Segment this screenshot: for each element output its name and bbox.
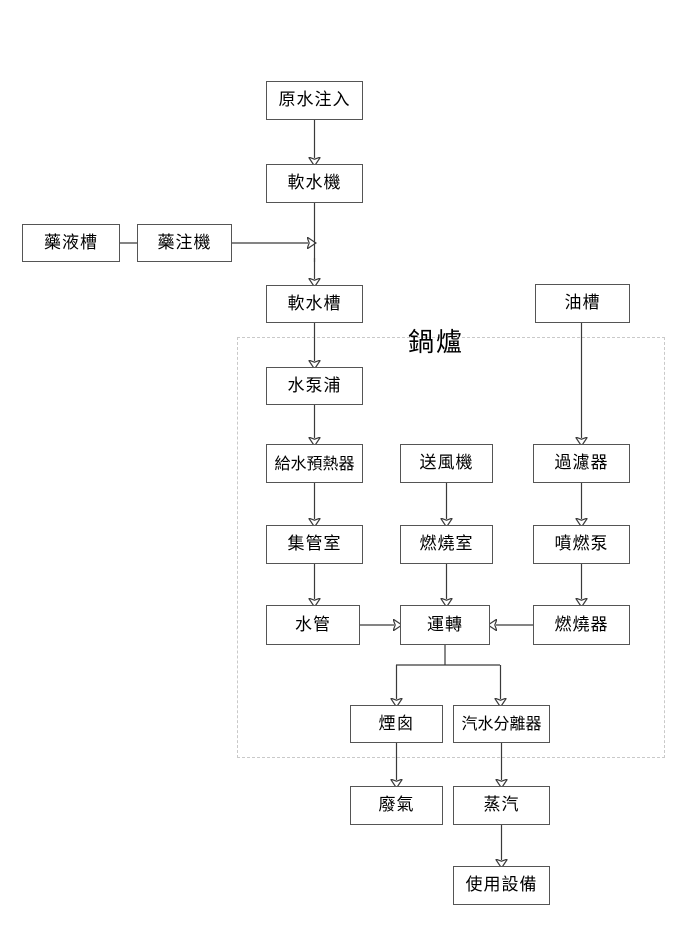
node-chemical-injector[interactable]: 藥注機 (137, 224, 232, 262)
node-burner[interactable]: 燃燒器 (533, 605, 630, 645)
node-steam-water-separator[interactable]: 汽水分離器 (453, 705, 550, 743)
node-raw-water-inlet[interactable]: 原水注入 (266, 81, 363, 120)
boiler-group-label: 鍋爐 (408, 328, 465, 358)
node-water-softener[interactable]: 軟水機 (266, 164, 363, 203)
node-waste-gas[interactable]: 廢氣 (350, 786, 443, 825)
node-combustion-chamber[interactable]: 燃燒室 (400, 525, 493, 564)
node-blower[interactable]: 送風機 (400, 444, 493, 483)
node-header-room[interactable]: 集管室 (266, 525, 363, 564)
node-water-pipe[interactable]: 水管 (266, 605, 360, 645)
node-filter[interactable]: 過濾器 (533, 444, 630, 483)
node-oil-tank[interactable]: 油槽 (535, 284, 630, 323)
node-feedwater-preheater[interactable]: 給水預熱器 (266, 444, 363, 483)
node-fuel-injection-pump[interactable]: 噴燃泵 (533, 525, 630, 564)
node-soft-water-tank[interactable]: 軟水槽 (266, 285, 363, 323)
node-chemical-tank[interactable]: 藥液槽 (22, 224, 120, 262)
node-chimney[interactable]: 煙囪 (350, 705, 443, 743)
node-water-pump[interactable]: 水泵浦 (266, 367, 363, 405)
node-operation[interactable]: 運轉 (400, 605, 490, 645)
node-steam[interactable]: 蒸汽 (453, 786, 550, 825)
node-usage-equipment[interactable]: 使用設備 (453, 866, 550, 905)
boiler-group-boundary (237, 337, 665, 758)
